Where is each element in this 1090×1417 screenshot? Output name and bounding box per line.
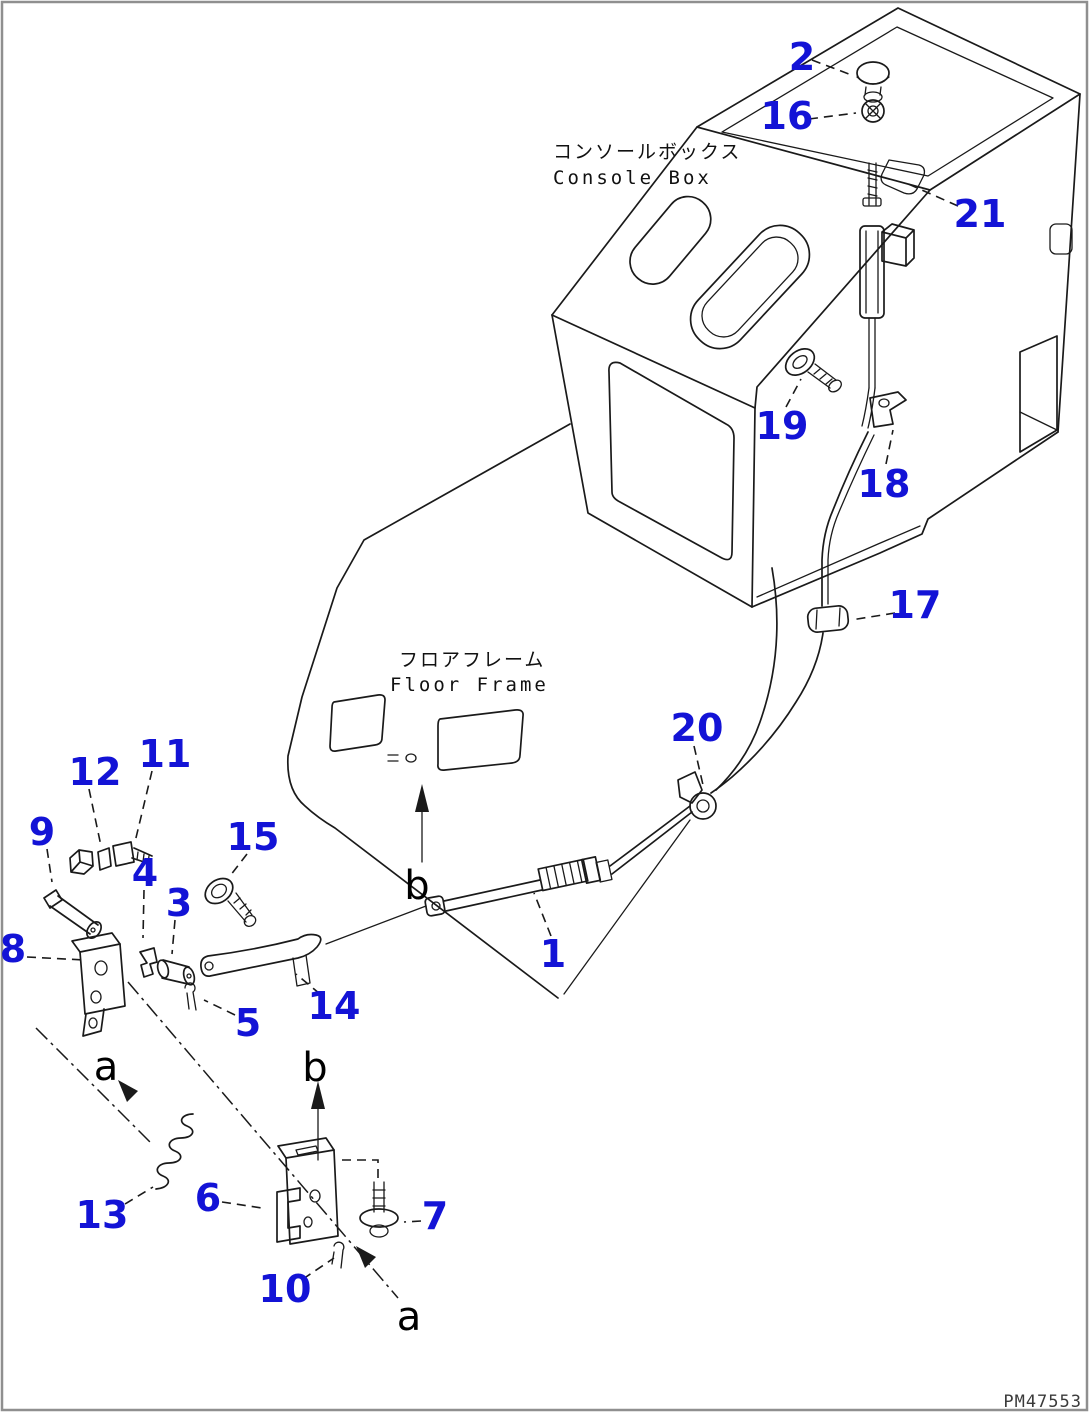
slot-opening-2 xyxy=(689,224,811,350)
nut-part16 xyxy=(861,99,885,123)
callout-1: 1 xyxy=(540,932,566,976)
leader-line-15 xyxy=(229,853,248,877)
bushing-part3 xyxy=(156,959,196,986)
leader-line-16 xyxy=(808,112,857,120)
right-face-opening xyxy=(1019,335,1058,453)
hole-b-mark xyxy=(405,753,417,763)
callout-3: 3 xyxy=(166,881,192,925)
callout-4: 4 xyxy=(132,851,158,895)
lever-part14 xyxy=(200,933,322,987)
clip-tab xyxy=(1049,223,1073,255)
floor-cutout-1 xyxy=(329,694,386,752)
pin-part8 xyxy=(43,889,102,939)
leader-line-21 xyxy=(905,182,959,207)
leader-line-1 xyxy=(533,892,552,937)
control-cable-part1 xyxy=(424,771,717,917)
leader-line-20 xyxy=(693,745,704,786)
section-letter-a-0: a xyxy=(94,1044,119,1090)
callout-2: 2 xyxy=(789,35,815,79)
leader-line-10 xyxy=(302,1257,335,1280)
leader-line-8 xyxy=(26,956,86,961)
left-parts-cluster xyxy=(43,841,427,1037)
leader-line-14 xyxy=(295,973,321,995)
boot xyxy=(859,225,885,319)
leader-line-11 xyxy=(134,770,153,843)
callout-21: 21 xyxy=(954,192,1007,236)
slot-opening-1 xyxy=(629,195,712,285)
leader-line-13 xyxy=(124,1186,154,1205)
callout-20: 20 xyxy=(671,706,724,750)
bolt-part15 xyxy=(204,877,257,928)
callout-7: 7 xyxy=(422,1194,448,1238)
callout-17: 17 xyxy=(889,583,942,627)
console-box-label-jp: コンソールボックス xyxy=(553,141,741,163)
floor-frame xyxy=(286,423,778,999)
leader-line-3 xyxy=(171,919,176,955)
lever-hole xyxy=(880,159,926,195)
leader-line-4 xyxy=(142,889,145,939)
callout-10: 10 xyxy=(259,1267,312,1311)
floor-cutout-2 xyxy=(437,709,524,771)
cotter-part5 xyxy=(184,982,197,1011)
nut-part9 xyxy=(69,849,94,875)
callout-15: 15 xyxy=(227,815,280,859)
drawing-number: PM47553 xyxy=(1003,1392,1082,1412)
cable-clevis xyxy=(424,895,446,917)
callout-11: 11 xyxy=(139,732,192,776)
rod-bracket xyxy=(881,223,915,267)
leader-line-12 xyxy=(88,788,102,847)
pin-part10 xyxy=(331,1241,345,1269)
console-box xyxy=(551,7,1081,608)
leader-line-19 xyxy=(785,378,802,408)
callout-8: 8 xyxy=(0,927,26,971)
callout-19: 19 xyxy=(756,404,809,448)
bolt-part19 xyxy=(784,348,842,393)
cable-upper-run xyxy=(710,431,875,794)
clip-part18 xyxy=(869,391,907,428)
leader-line-5 xyxy=(203,999,236,1016)
washer-part12 xyxy=(97,847,112,871)
callout-14: 14 xyxy=(308,984,361,1028)
callout-6: 6 xyxy=(195,1176,221,1220)
floor-frame-label-jp: フロアフレーム xyxy=(399,649,545,671)
grommet-part20 xyxy=(677,771,717,820)
section-arrow-b-upper xyxy=(415,784,429,812)
section-arrow-b-lower xyxy=(311,1081,325,1109)
callout-16: 16 xyxy=(761,94,814,138)
console-box-label-en: Console Box xyxy=(553,167,712,189)
section-letter-b-2: b xyxy=(302,1045,327,1091)
callout-5: 5 xyxy=(235,1001,261,1045)
leader-line-6 xyxy=(221,1201,263,1209)
section-arrow-a-lower xyxy=(356,1246,376,1268)
spring-part13 xyxy=(155,1113,194,1190)
floor-frame-label-en: Floor Frame xyxy=(390,674,549,696)
callout-9: 9 xyxy=(29,810,55,854)
bolt-part11 xyxy=(112,841,153,867)
bracket-left xyxy=(71,932,126,1037)
section-arrow-a-upper xyxy=(118,1080,138,1102)
section-letter-b-1: b xyxy=(404,863,429,909)
callout-12: 12 xyxy=(69,750,122,794)
lever-rod-part21 xyxy=(859,162,915,429)
cable-adjuster xyxy=(537,858,589,892)
leader-line-2 xyxy=(811,59,855,77)
leader-line-17 xyxy=(850,612,896,621)
bracket-part6-assembly xyxy=(276,1137,339,1245)
side-window xyxy=(608,361,735,561)
clip-part4 xyxy=(139,947,158,978)
clamp-part17 xyxy=(806,605,850,633)
leader-line-7 xyxy=(403,1220,422,1223)
callout-13: 13 xyxy=(76,1193,129,1237)
knob-part2 xyxy=(856,61,890,103)
bottom-bracket-cluster xyxy=(276,1137,399,1269)
leader-line-9 xyxy=(46,848,53,883)
bolt-part7 xyxy=(359,1181,399,1238)
callout-18: 18 xyxy=(858,462,911,506)
leader-line-18 xyxy=(885,429,894,465)
section-letter-a-3: a xyxy=(397,1294,422,1340)
clamp-part6 xyxy=(276,1187,301,1243)
